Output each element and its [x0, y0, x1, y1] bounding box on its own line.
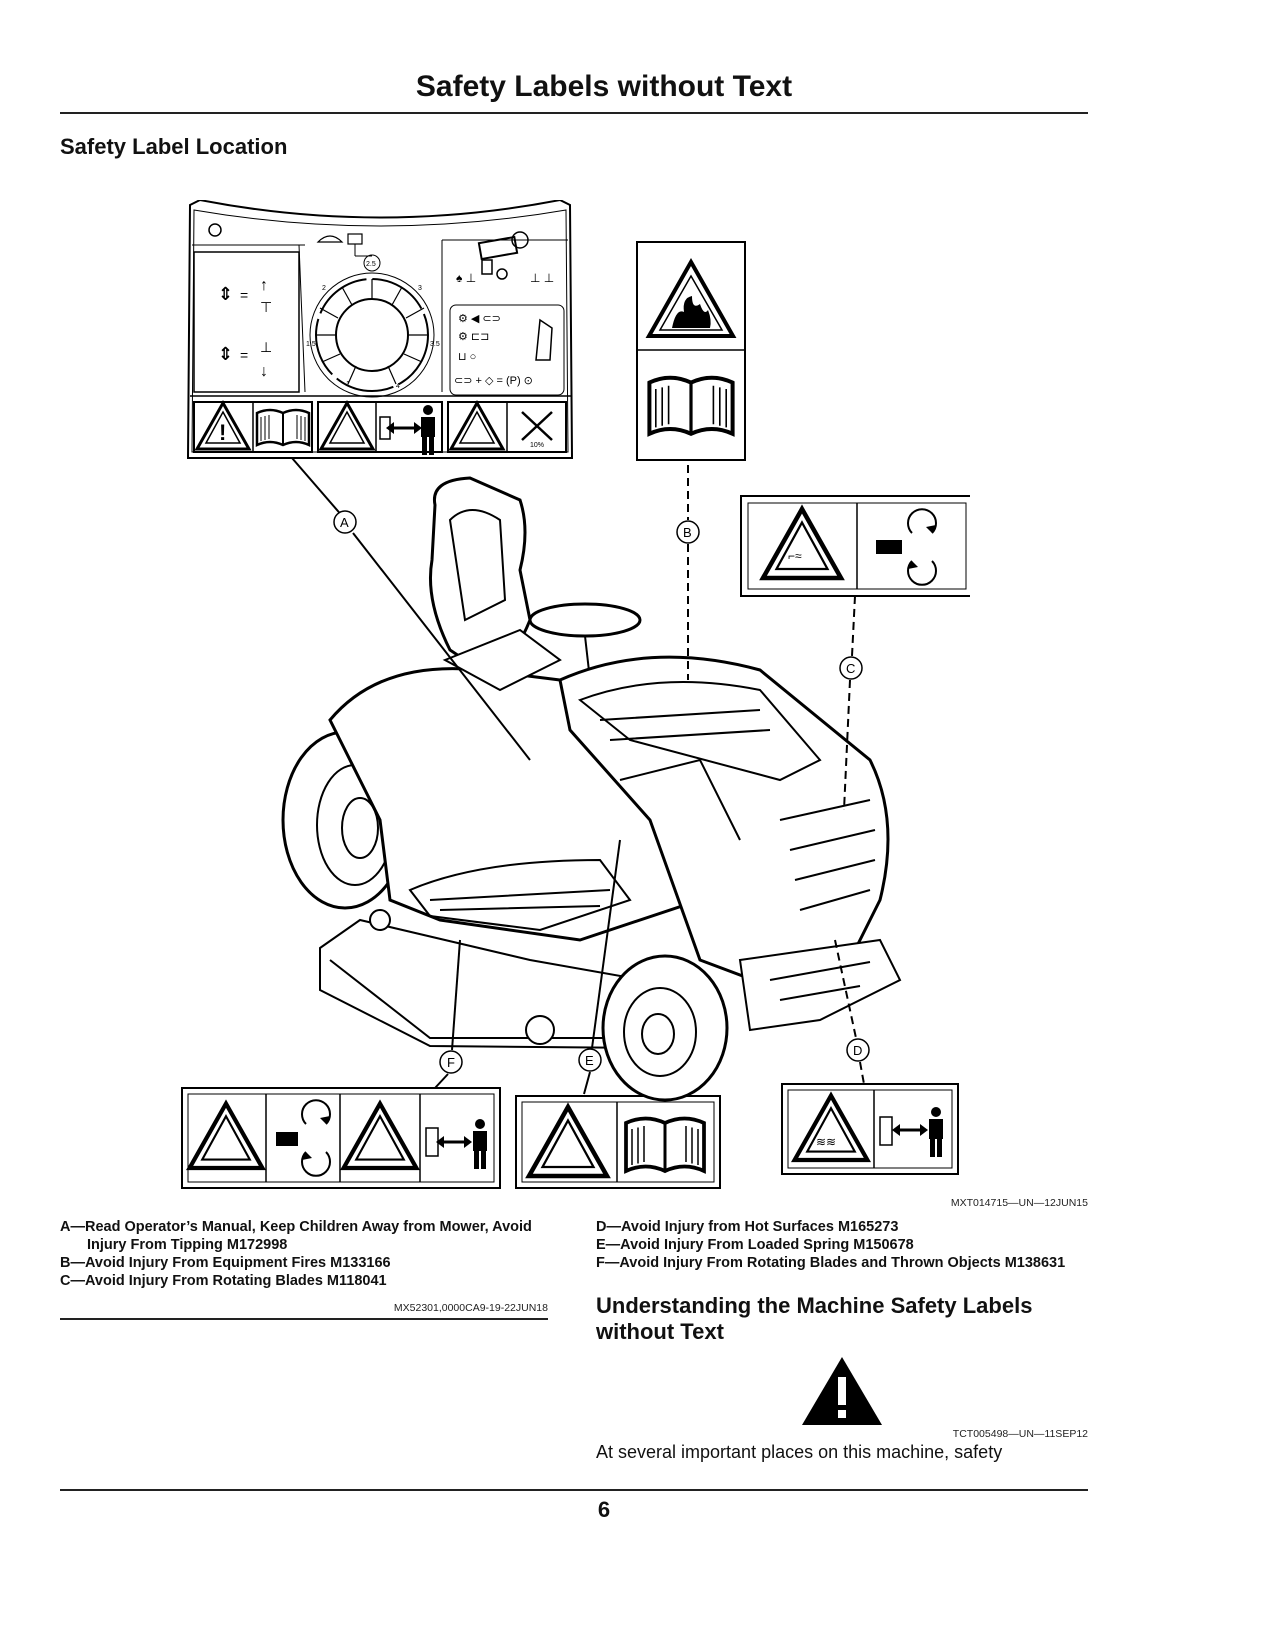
page-title: Safety Labels without Text	[415, 70, 793, 103]
safety-label-location-figure: ⇕ = ↑ ⊤ ⇕ = ⊥ ↓	[181, 200, 970, 1189]
fire-warning-icon	[672, 296, 711, 328]
hand-icon	[276, 1132, 298, 1146]
section-heading: Safety Label Location	[60, 134, 288, 159]
dial-label: 3.5	[430, 341, 440, 348]
label-c-rotating-blades: ⌐≈	[740, 495, 970, 597]
label-f-thrown-objects	[181, 1087, 501, 1189]
svg-text:C: C	[846, 661, 855, 676]
svg-text:E: E	[585, 1053, 594, 1068]
label-a-dashboard: ⇕ = ↑ ⊤ ⇕ = ⊥ ↓	[186, 200, 574, 459]
svg-text:⇕: ⇕	[218, 344, 233, 364]
hand-icon	[876, 540, 902, 554]
svg-text:⊂⊃ + ◇ = (P) ⊙: ⊂⊃ + ◇ = (P) ⊙	[454, 375, 533, 387]
legend-left: A—Read Operator’s Manual, Keep Children …	[60, 1218, 560, 1290]
svg-text:=: =	[240, 287, 248, 303]
dial-label: 4	[396, 383, 400, 390]
operators-manual-icon	[624, 1116, 706, 1173]
legend-item-a: A—Read Operator’s Manual, Keep Children …	[60, 1219, 532, 1253]
figure-code: MXT014715—UN—12JUN15	[950, 1197, 1088, 1209]
left-column-rule	[60, 1318, 548, 1320]
svg-text:A: A	[340, 515, 349, 530]
dial-label: 2	[322, 285, 326, 292]
footer-rule	[60, 1489, 1088, 1491]
lawn-tractor-drawing	[281, 476, 902, 1102]
svg-text:⇕: ⇕	[218, 284, 233, 304]
svg-text:↓: ↓	[260, 363, 268, 380]
svg-text:⚙ ◀ ⊂⊃: ⚙ ◀ ⊂⊃	[458, 313, 501, 325]
svg-text:⌐≈: ⌐≈	[788, 549, 802, 563]
legend-item-c: C—Avoid Injury From Rotating Blades M118…	[60, 1273, 387, 1289]
svg-text:⊔ ○: ⊔ ○	[458, 351, 476, 363]
callout-f: F	[439, 1050, 463, 1074]
title-rule	[60, 112, 1088, 114]
svg-text:⊥: ⊥	[260, 339, 272, 355]
legend-item-b: B—Avoid Injury From Equipment Fires M133…	[60, 1255, 391, 1271]
dial-label: 3	[418, 285, 422, 292]
svg-text:⊥ ⊥: ⊥ ⊥	[530, 271, 554, 285]
legend-item-e: E—Avoid Injury From Loaded Spring M15067…	[596, 1237, 914, 1253]
operators-manual-icon	[649, 378, 732, 434]
mowing-height-dial: 2.5 2 3 1.5 3.5 1 4	[306, 233, 440, 398]
operators-manual-icon	[255, 408, 311, 447]
parking-brake-panel: ♠ ⊥ ⊥ ⊥ ⚙ ◀ ⊂⊃ ⚙ ⊏⊐ ⊔ ○ ⊂⊃ + ◇ = (P) ⊙	[449, 231, 565, 396]
legend-right: D—Avoid Injury from Hot Surfaces M165273…	[596, 1218, 1076, 1272]
warning-icon-code: TCT005498—UN—11SEP12	[952, 1428, 1088, 1440]
svg-text:!: !	[219, 420, 226, 445]
svg-text:D: D	[853, 1043, 862, 1058]
svg-text:⊤: ⊤	[260, 299, 272, 315]
svg-text:↑: ↑	[260, 277, 268, 294]
dial-label: 2.5	[366, 261, 376, 268]
svg-text:≋≋: ≋≋	[816, 1135, 836, 1149]
body-text: At several important places on this mach…	[596, 1442, 1003, 1462]
callout-a: A	[333, 510, 357, 534]
doc-code: MX52301,0000CA9-19-22JUN18	[393, 1302, 548, 1314]
page-number: 6	[597, 1497, 611, 1522]
legend-item-d: D—Avoid Injury from Hot Surfaces M165273	[596, 1219, 899, 1235]
subsection-heading: Understanding the Machine Safety Labels …	[596, 1293, 1033, 1344]
callout-e: E	[578, 1048, 602, 1072]
label-b-fire	[636, 241, 746, 461]
legend-item-f: F—Avoid Injury From Rotating Blades and …	[596, 1255, 1066, 1271]
svg-text:⚙ ⊏⊐: ⚙ ⊏⊐	[458, 331, 489, 343]
svg-text:=: =	[240, 347, 248, 363]
slope-label: 10%	[530, 442, 544, 449]
label-d-hot-surfaces: ≋≋	[781, 1083, 959, 1175]
svg-text:B: B	[683, 525, 692, 540]
dial-label: 1.5	[306, 341, 316, 348]
svg-text:F: F	[447, 1055, 455, 1070]
warning-exclamation-icon	[802, 1357, 882, 1425]
dial-label: 1	[346, 381, 350, 388]
callout-c: C	[839, 656, 863, 680]
svg-text:♠ ⊥: ♠ ⊥	[456, 271, 476, 285]
callout-d: D	[846, 1038, 870, 1062]
label-e-loaded-spring	[515, 1095, 721, 1189]
callout-b: B	[676, 520, 700, 544]
